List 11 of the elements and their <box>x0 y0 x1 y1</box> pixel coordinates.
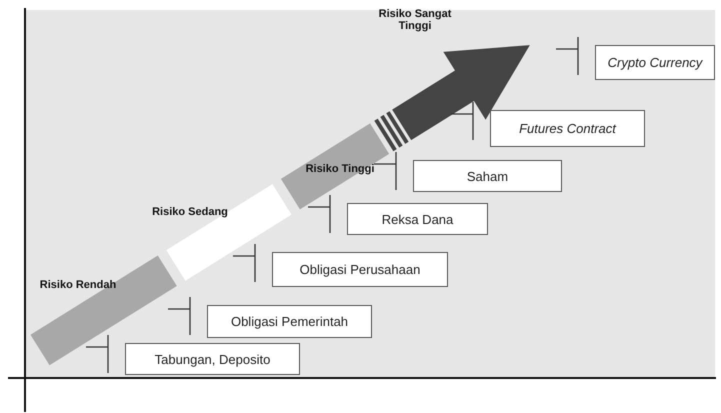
investment-box: Reksa Dana <box>347 203 488 235</box>
investment-box: Tabungan, Deposito <box>125 343 300 375</box>
investment-box: Crypto Currency <box>595 45 715 80</box>
risk-label: Risiko Sedang <box>151 206 229 218</box>
investment-box: Saham <box>413 160 562 192</box>
risk-label: Risiko Tinggi <box>305 163 375 175</box>
investment-box: Obligasi Perusahaan <box>272 252 448 287</box>
risk-label: Risiko Rendah <box>38 279 118 291</box>
risk-label: Risiko Sangat Tinggi <box>378 8 452 32</box>
investment-box: Obligasi Pemerintah <box>207 305 372 338</box>
investment-box: Futures Contract <box>490 110 645 147</box>
